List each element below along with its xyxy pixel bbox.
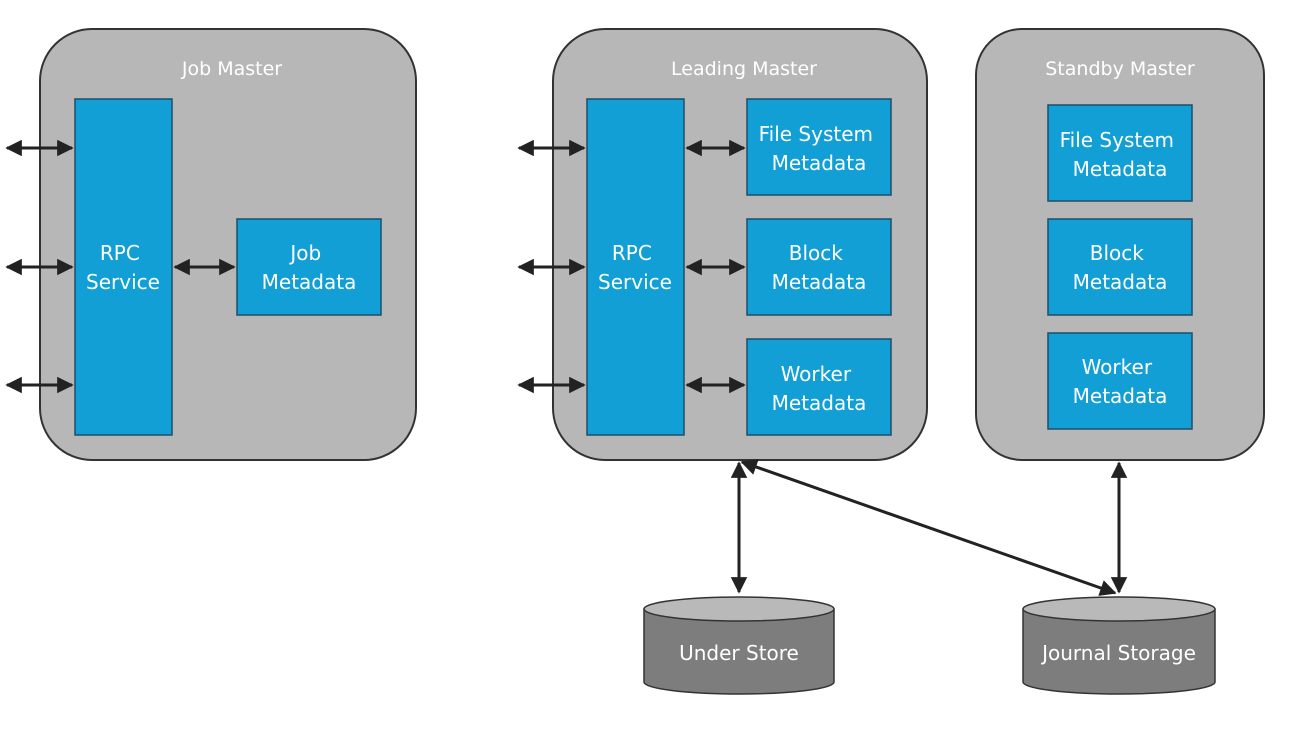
journal-storage-cylinder-top bbox=[1022, 596, 1216, 622]
standby-fs-metadata-box bbox=[1047, 104, 1193, 202]
job-metadata-label: Job Metadata bbox=[262, 241, 357, 294]
journal-storage-cylinder-body bbox=[1022, 608, 1216, 695]
leading-block-metadata-label: Block Metadata bbox=[772, 241, 867, 294]
under-store-cylinder-body bbox=[643, 608, 835, 695]
standby-block-metadata-label: Block Metadata bbox=[1073, 241, 1168, 294]
standby-master-title: Standby Master bbox=[1045, 58, 1195, 80]
job-metadata-box bbox=[236, 218, 382, 316]
leading-rpc-service-box bbox=[586, 98, 685, 436]
journal-storage-label: Journal Storage bbox=[1040, 641, 1196, 665]
leading-to-journal-arrow bbox=[740, 459, 1117, 596]
standby-worker-metadata-box bbox=[1047, 332, 1193, 430]
job-rpc-service-label: RPC Service bbox=[86, 241, 160, 294]
leading-worker-metadata-box bbox=[746, 338, 892, 436]
job-master: Job Master RPC Service Job Metadata bbox=[5, 28, 417, 461]
under-store: Under Store bbox=[643, 596, 835, 695]
leading-block-metadata-box bbox=[746, 218, 892, 316]
under-store-label: Under Store bbox=[679, 641, 799, 665]
leading-master-title: Leading Master bbox=[671, 58, 817, 80]
standby-worker-metadata-label: Worker Metadata bbox=[1073, 355, 1168, 408]
leading-master: Leading Master RPC Service File System M… bbox=[517, 28, 928, 461]
job-master-title: Job Master bbox=[181, 58, 282, 80]
journal-storage: Journal Storage bbox=[1022, 596, 1216, 695]
leading-fs-metadata-label: File System Metadata bbox=[759, 122, 880, 175]
leading-rpc-service-label: RPC Service bbox=[598, 241, 672, 294]
leading-worker-metadata-label: Worker Metadata bbox=[772, 362, 867, 415]
under-store-cylinder-top bbox=[643, 596, 835, 622]
standby-block-metadata-box bbox=[1047, 218, 1193, 316]
job-rpc-service-box bbox=[74, 98, 173, 436]
standby-master: Standby Master File System Metadata Bloc… bbox=[975, 28, 1265, 461]
leading-fs-metadata-box bbox=[746, 98, 892, 196]
standby-fs-metadata-label: File System Metadata bbox=[1060, 128, 1181, 181]
